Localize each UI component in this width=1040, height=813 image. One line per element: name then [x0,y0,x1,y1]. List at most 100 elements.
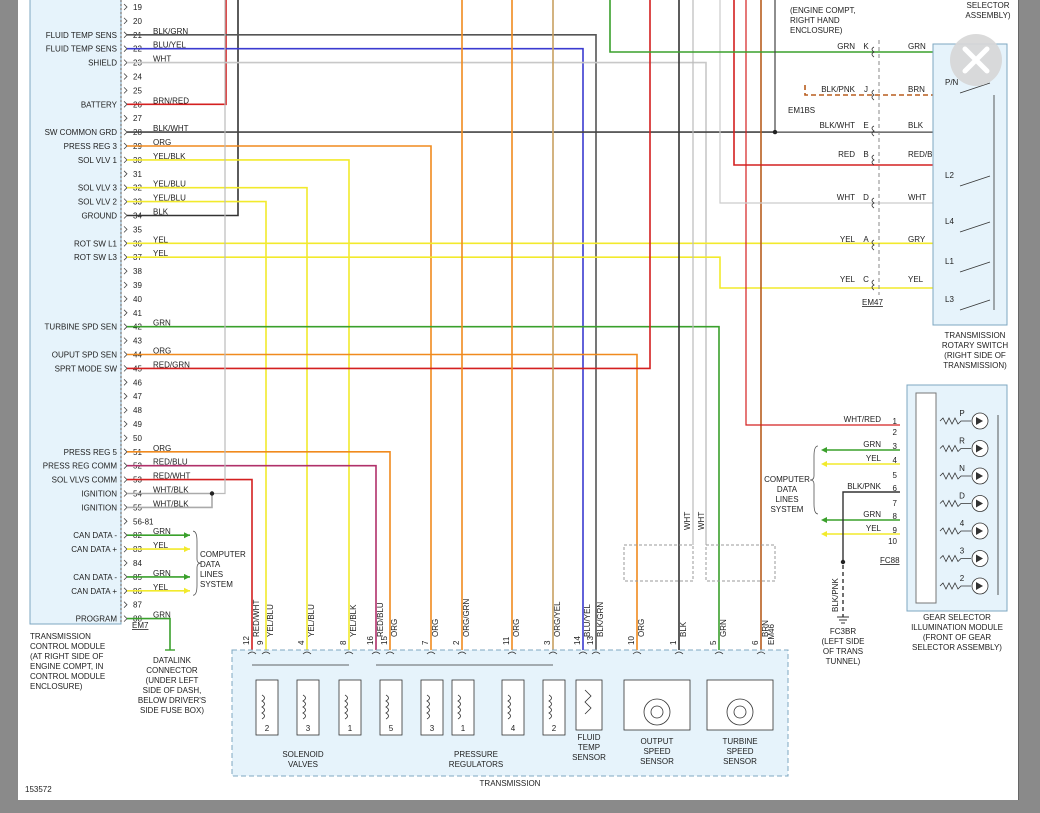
fc88-label: FC88 [880,556,900,565]
tcm-caption: CONTROL MODULE [30,642,105,651]
pin-chevron [123,573,128,581]
trans-chevron [247,651,257,655]
coil-icon [344,694,348,720]
em47-left-wire: GRN [837,42,855,51]
em47-right-wire: GRN [908,42,926,51]
can-arrow [184,532,190,539]
wire-pin-42 [127,325,720,650]
pin-chevron [123,587,128,595]
tcm-wire-label: YEL/BLK [153,152,186,161]
coil-icon [385,694,389,720]
gear-caption: ILLUMINATION MODULE [911,623,1003,632]
tcm-pin-number: 50 [133,434,142,443]
pin-chevron [123,59,128,66]
regulator-caption: PRESSURE [454,750,498,759]
coil-box [542,679,566,736]
wht-label: WHT [683,512,692,530]
trans-pin: 13 [586,636,595,645]
trans-wire-label: ORG [637,619,646,637]
tcm-circuit-label: CAN DATA - [73,531,117,540]
gear-pin: 7 [893,499,898,508]
trans-chevron [385,651,395,655]
rotary-caption: (RIGHT SIDE OF [944,351,1006,360]
em47-pin: E [863,121,868,130]
led-diode [976,554,983,563]
rotary-switch-arm [959,261,991,273]
trans-chevron [261,651,271,655]
rotary-caption: TRANSMISSION [945,331,1006,340]
led-resistor [939,554,971,563]
em47-chevron [871,125,875,137]
turbine-rotor-icon [726,698,754,726]
cdl-caption: COMPUTER [200,550,246,559]
trans-chevron [302,651,312,655]
pin-chevron [123,142,128,150]
pin-chevron [123,531,128,539]
coil-icon [302,694,306,720]
turbine-speed-caption: TURBINE [722,737,757,746]
tcm-circuit-label: FLUID TEMP SENS [46,45,117,54]
wire-pin-37 [127,256,957,289]
coil-box [379,679,403,736]
trans-pin: 6 [751,640,760,645]
tcm-circuit-label: CAN DATA + [71,587,117,596]
wire-grn-k [609,0,957,53]
tcm-circuit-label: IGNITION [81,503,117,512]
trans-wire-label: ORG [390,619,399,637]
tcm-pin-number: 31 [133,170,142,179]
pin-chevron [123,504,128,511]
pin-chevron [123,518,128,525]
coil-number: 1 [461,724,466,733]
pin-chevron [123,351,128,358]
pin-chevron [123,476,128,483]
tcm-wire-label: GRN [153,527,171,536]
em47-pin: A [863,235,869,244]
trans-wire-label: BLU/YEL [583,604,592,637]
pin-chevron [123,170,128,178]
ignition-splice [209,491,215,496]
top-far-right-caption: SELECTOR [967,1,1010,10]
led-label: N [959,464,965,473]
pin-chevron [123,559,128,567]
tcm-wire-label: ORG [153,444,171,453]
trans-chevron [344,651,354,655]
gear-cdl-arrow [821,517,827,523]
coil-number: 2 [552,724,557,733]
wire-ignition-feed [212,0,226,495]
trans-pin: 14 [573,636,582,645]
trans-wire-label: RED/WHT [252,600,261,637]
pin-chevron [123,73,128,80]
cdl-caption: DATA [200,560,221,569]
gear-wire-label: YEL [866,524,882,533]
trans-chevron [426,651,436,655]
ground-caption: TUNNEL) [826,657,861,666]
em47-chevron [871,89,875,101]
gear-pin: 9 [893,526,898,535]
close-button[interactable] [950,34,1002,86]
tcm-wire-label: BLK/WHT [153,124,189,133]
pin-chevron [123,337,128,344]
trans-pin: 12 [242,636,251,645]
trans-wire-label: YEL/BLU [307,604,316,637]
rotary-contact-label: L2 [945,171,954,180]
fluid-temp-caption: SENSOR [572,753,606,762]
pin-chevron [123,31,128,39]
tcm-circuit-label: IGNITION [81,490,117,499]
gear-selector-connector [915,392,937,604]
trans-pin: 3 [543,640,552,645]
coil-icon [507,694,511,720]
tcm-caption: (AT RIGHT SIDE OF [30,652,103,661]
output-speed-caption: SENSOR [640,757,674,766]
tcm-wire-label: YEL/BLU [153,194,186,203]
trans-wire-label: GRN [719,619,728,637]
tcm-pin-number: 20 [133,17,142,26]
led-diode [976,444,983,453]
tcm-circuit-label: PRESS REG 5 [64,448,118,457]
gear-cdl-caption: SYSTEM [771,505,804,514]
em47-chevron [871,239,875,251]
trans-wire-label: ORG/GRN [462,599,471,637]
pin-chevron [123,392,128,400]
trans-chevron [674,651,684,655]
coil-box [501,679,525,736]
tcm-wire-label: BRN/RED [153,96,189,105]
